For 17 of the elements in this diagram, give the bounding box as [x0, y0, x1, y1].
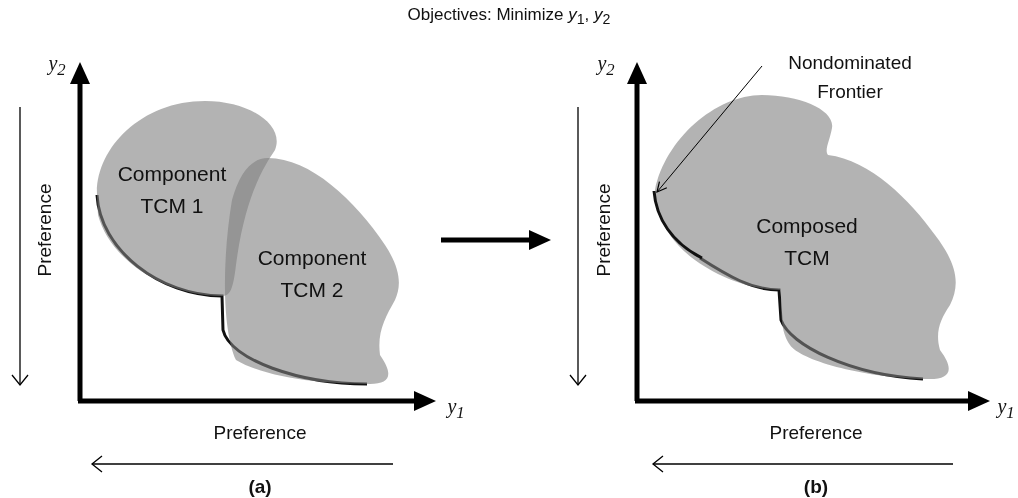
panel-label: (a)	[248, 476, 272, 498]
preference-label: Preference	[593, 183, 615, 277]
axis-label: y$_{1}$	[997, 395, 1015, 423]
preference-label: Preference	[769, 422, 863, 444]
preference-label: Preference	[213, 422, 307, 444]
axis-label: y$_{1}$	[447, 395, 465, 423]
annotation-text: Nondominated Frontier	[787, 50, 913, 103]
region-label: Component TCM 1	[116, 160, 228, 218]
region-label: Composed TCM	[755, 212, 859, 270]
preference-label: Preference	[34, 183, 56, 277]
leader-line	[656, 65, 763, 193]
axis-label: y$_{2}$	[48, 52, 66, 80]
panel-label: (b)	[803, 476, 829, 498]
title: Objectives: Minimize y$_{1}$, y$_{2}$	[407, 4, 611, 28]
frontier-curve	[651, 188, 705, 260]
axis-label: y$_{2}$	[597, 52, 615, 80]
region-label: Component TCM 2	[256, 244, 368, 302]
